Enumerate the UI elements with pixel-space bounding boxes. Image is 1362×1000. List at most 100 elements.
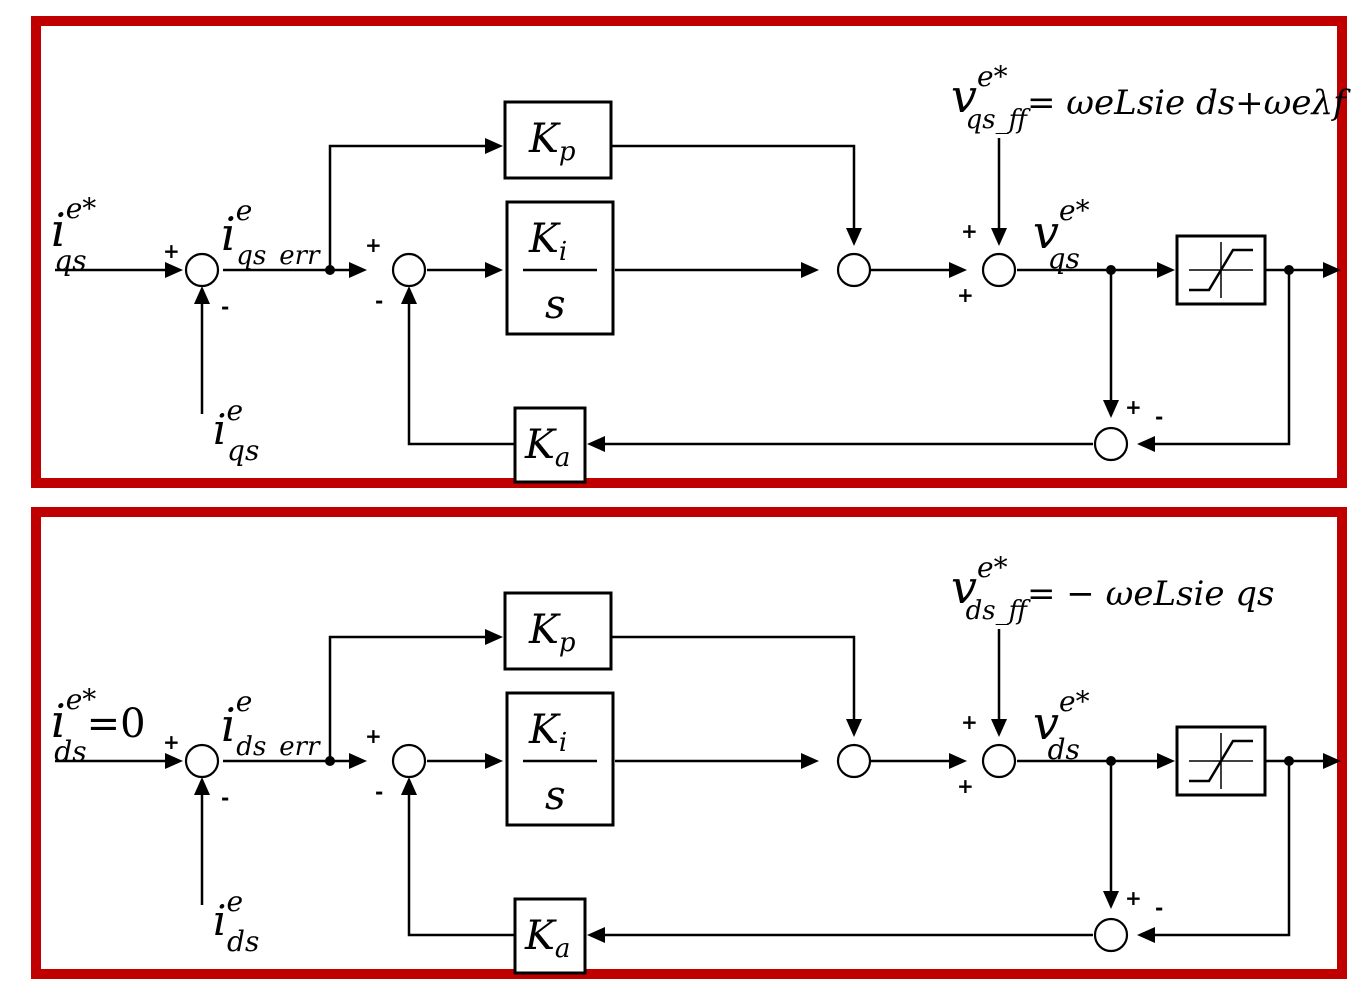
junction-dot: [1284, 265, 1294, 275]
sign-s5-minus: -: [1155, 405, 1163, 429]
ki-label: Ki: [528, 216, 567, 267]
ka-label: Ka: [524, 422, 570, 473]
junction-dot: [325, 756, 335, 766]
ki-label: Ki: [528, 707, 567, 758]
integrator-summing-junction: [391, 743, 427, 779]
pi-summing-junction: [836, 743, 872, 779]
sign-s1-plus: +: [163, 730, 180, 754]
saturated-output-feedback-wire: [1149, 270, 1291, 446]
ki-block: [505, 200, 615, 336]
arrowhead: [1137, 927, 1155, 943]
arrowhead: [1157, 262, 1175, 278]
arrowhead: [1157, 753, 1175, 769]
arrowhead: [587, 927, 605, 943]
arrowhead: [991, 719, 1007, 737]
ki-denominator-label: s: [545, 282, 566, 328]
arrowhead: [991, 228, 1007, 246]
feedforward-voltage-label: ve*ds_ff= − ωeLsie qs: [951, 551, 1274, 626]
arrowhead: [485, 262, 503, 278]
arrowhead: [587, 436, 605, 452]
kp-block: [503, 591, 613, 671]
sign-s1-minus: -: [221, 295, 229, 319]
kp-block: [503, 100, 613, 180]
kp-label: Kp: [528, 607, 576, 658]
feedforward-summing-junction: [981, 252, 1017, 288]
integrator-summing-junction: [391, 252, 427, 288]
reference-current-label: ie*qs: [51, 192, 96, 277]
sign-s1-plus: +: [163, 239, 180, 263]
junction-dot: [1106, 756, 1116, 766]
arrowhead: [165, 753, 183, 769]
saturated-output-feedback-wire: [1149, 761, 1291, 937]
kp-label: Kp: [528, 116, 576, 167]
feedforward-voltage-label: ve*qs_ff= ωeLsie ds+ωeλf: [951, 60, 1351, 135]
pi-summing-junction: [836, 252, 872, 288]
reference-current-label: ie*ds=0: [51, 683, 146, 768]
anti-windup-summing-junction: [1093, 917, 1129, 953]
arrowhead: [949, 262, 967, 278]
ka-block: [513, 897, 587, 975]
arrowhead: [165, 262, 183, 278]
sign-s4-plus-top: +: [961, 710, 978, 734]
sign-s2-plus: +: [365, 233, 382, 257]
arrowhead: [401, 286, 417, 304]
saturation-icon: [1189, 733, 1253, 789]
junction-dot: [1284, 756, 1294, 766]
arrowhead: [1137, 436, 1155, 452]
arrowhead: [485, 629, 503, 645]
kp-output-wire: [611, 635, 856, 727]
arrowhead: [194, 286, 210, 304]
arrowhead: [846, 719, 862, 737]
arrowhead: [485, 753, 503, 769]
ka-to-sum2-wire: [407, 787, 515, 937]
sign-s2-plus: +: [365, 724, 382, 748]
kp-branch-wire: [328, 635, 493, 761]
arrowhead: [194, 777, 210, 795]
junction-dot: [1106, 265, 1116, 275]
kp-branch-wire: [328, 144, 493, 270]
sign-s2-minus: -: [375, 780, 383, 804]
arrowhead: [801, 262, 819, 278]
voltage-reference-label: ve*ds: [1033, 685, 1090, 766]
sign-s4-plus-top: +: [961, 219, 978, 243]
ki-block: [505, 691, 615, 827]
junction-dot: [325, 265, 335, 275]
arrowhead: [349, 262, 367, 278]
ka-label: Ka: [524, 913, 570, 964]
arrowhead: [1103, 891, 1119, 909]
ka-to-sum2-wire: [407, 296, 515, 446]
arrowhead: [485, 138, 503, 154]
sign-s1-minus: -: [221, 786, 229, 810]
saturation-icon: [1189, 242, 1253, 298]
sign-s5-plus: +: [1125, 886, 1142, 910]
kp-output-wire: [611, 144, 856, 236]
arrowhead: [1323, 753, 1341, 769]
arrowhead: [949, 753, 967, 769]
sign-s5-minus: -: [1155, 896, 1163, 920]
sign-s2-minus: -: [375, 289, 383, 313]
anti-windup-summing-junction: [1093, 426, 1129, 462]
error-summing-junction: [184, 252, 220, 288]
arrowhead: [846, 228, 862, 246]
arrowhead: [349, 753, 367, 769]
voltage-reference-label: ve*qs: [1033, 194, 1090, 275]
feedforward-summing-junction: [981, 743, 1017, 779]
arrowhead: [1103, 400, 1119, 418]
arrowhead: [401, 777, 417, 795]
ka-block: [513, 406, 587, 484]
sign-s5-plus: +: [1125, 395, 1142, 419]
arrowhead: [801, 753, 819, 769]
arrowhead: [1323, 262, 1341, 278]
error-summing-junction: [184, 743, 220, 779]
sign-s4-plus-left: +: [957, 283, 974, 307]
sign-s4-plus-left: +: [957, 774, 974, 798]
ki-denominator-label: s: [545, 773, 566, 819]
